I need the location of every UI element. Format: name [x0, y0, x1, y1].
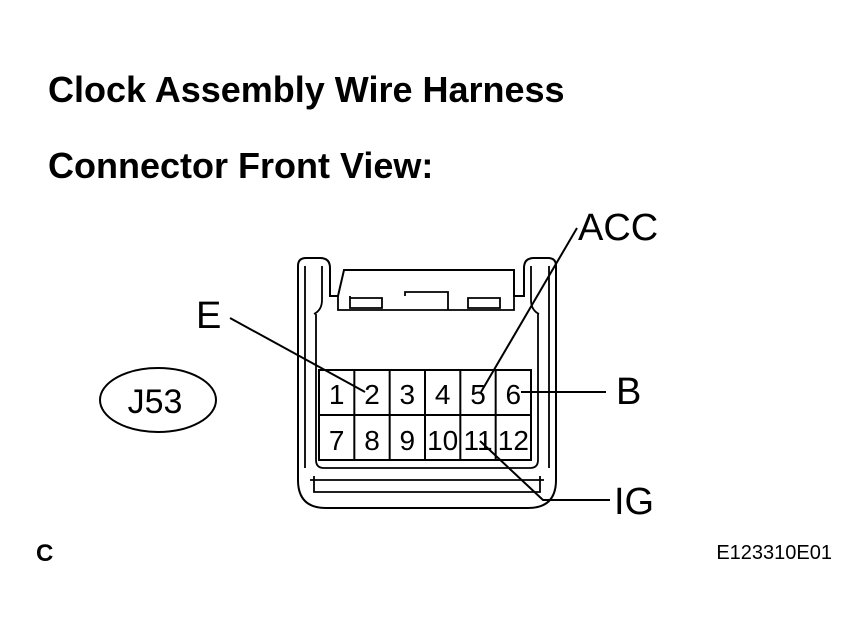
corner-letter: C [36, 540, 53, 567]
pin-number-1: 1 [329, 379, 345, 410]
ig-callout-label: IG [614, 481, 654, 523]
pin-number-7: 7 [329, 425, 345, 456]
connector-id-label: J53 [128, 383, 183, 421]
left-latch [304, 266, 323, 468]
pin-number-6: 6 [506, 379, 522, 410]
diagram-title-line2: Connector Front View: [48, 145, 434, 186]
pin-number-2: 2 [364, 379, 380, 410]
connector-bottom-lip [310, 476, 544, 493]
connector-inner-walls [315, 314, 539, 469]
figure-code: E123310E01 [716, 542, 832, 564]
acc-leader-line [480, 227, 578, 393]
e-callout-label: E [196, 295, 221, 337]
right-latch [530, 266, 550, 468]
pin-grid-column-dividers [353, 370, 497, 460]
connector-top-key [337, 291, 515, 311]
e-leader-line [229, 317, 366, 393]
pin-number-11: 11 [463, 425, 492, 456]
pin-number-12: 12 [498, 425, 529, 456]
ig-leader-line [479, 440, 610, 501]
pin-number-10: 10 [427, 425, 458, 456]
pin-number-9: 9 [400, 425, 416, 456]
pin-number-3: 3 [400, 379, 416, 410]
pin-number-5: 5 [470, 379, 486, 410]
acc-callout-label: ACC [578, 207, 658, 249]
pin-number-8: 8 [364, 425, 380, 456]
diagram-title-line1: Clock Assembly Wire Harness [48, 69, 565, 110]
b-callout-label: B [616, 371, 641, 413]
pin-number-4: 4 [435, 379, 451, 410]
connector-id-ellipse [99, 367, 217, 433]
connector-housing [297, 257, 557, 509]
